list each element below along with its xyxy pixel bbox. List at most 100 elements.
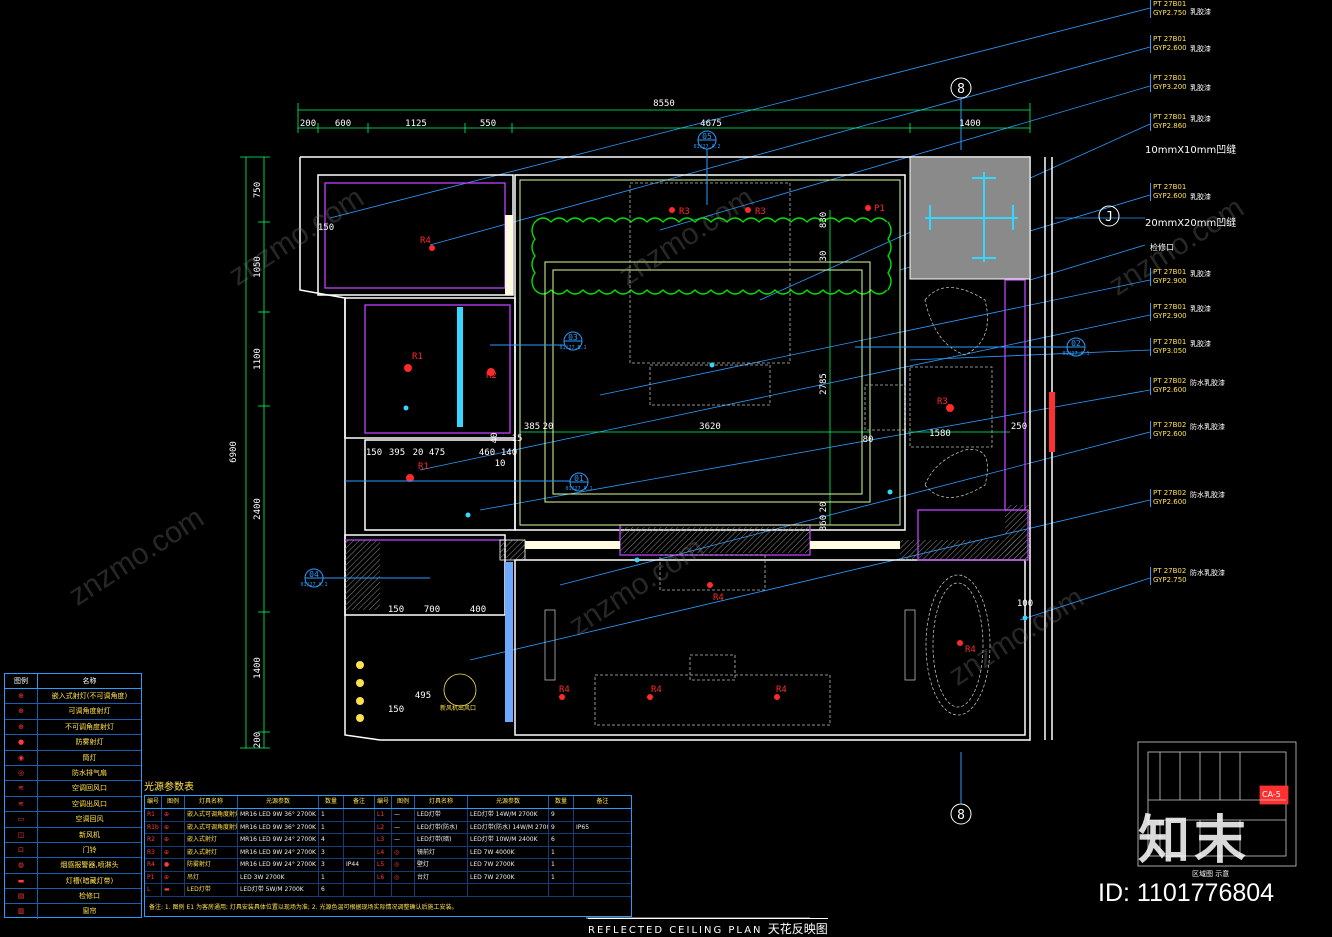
dim-80: 80 [863,435,874,445]
dim-1400-left: 1400 [253,657,263,679]
section-02-ref: 01/27.A.1 [1062,351,1089,357]
dim-1100: 1100 [253,348,263,370]
legend-row: ≋空调回风口 [5,781,141,797]
dim-1400: 1400 [959,119,981,129]
section-01-id: 01 [574,474,584,483]
label-r4-a: R4 [559,685,570,695]
section-05-id: 05 [702,132,712,141]
light-parameter-table: 光源参数表 编号 图例 灯具名称 光源参数 数量 备注 编号 图例 灯具名称 光… [144,782,632,917]
legend-head-symbol: 图例 [5,674,38,688]
leader-lines [329,7,1151,661]
label-r2: R2 [486,371,497,381]
dim-100: 100 [1017,599,1033,609]
dim-250: 250 [1011,422,1027,432]
label-p3b: R3 [755,207,766,217]
section-marks [304,130,1086,588]
label-r4-top: R4 [420,236,431,246]
dim-600: 600 [335,119,351,129]
dim-150b: 150 [388,605,404,615]
section-mark-texts: 05 01/27.A.2 03 01/27.B.1 01 01/27.A.1 0… [300,132,1089,588]
legend-row: ◉筒灯 [5,750,141,766]
label-r1: R1 [412,352,423,362]
dim-2400: 2400 [253,498,263,520]
label-r4-mid: R4 [713,593,724,603]
dim-150c: 150 [388,705,404,715]
section-03-ref: 01/27.B.1 [559,345,586,351]
legend-row: ▥窗帘 [5,904,141,919]
dim-20a: 20 [543,422,554,432]
dim-20c: 20 [413,448,424,458]
legend-head-name: 名称 [82,677,97,685]
light-slots [457,215,1055,722]
grid-mark-texts: 8 8 J [957,82,1113,823]
key-plan [1137,741,1297,867]
dim-140: 140 [501,448,517,458]
dim-10: 10 [495,459,506,469]
section-04-id: 04 [309,570,319,579]
cove-light [531,217,892,295]
legend-header: 图例 名称 [5,674,141,689]
section-03-id: 03 [568,333,578,342]
legend-row: ≋空调出风口 [5,796,141,813]
legend-row: ◍烟感报警器,喷淋头 [5,858,141,874]
dim-4675: 4675 [700,119,722,129]
legend-row: ⊕可调角度射灯 [5,704,141,720]
small-notes: 新风机出风口 [440,704,476,712]
legend-row: ▤检修口 [5,889,141,905]
total-width-dim: 8550 [653,99,675,109]
dim-150a: 150 [366,448,382,458]
dim-750: 750 [253,182,263,198]
structural-hatch [345,505,1030,610]
grid-j-right: J [1105,210,1113,225]
dim-15: 15 [512,434,523,444]
dim-1125: 1125 [405,119,427,129]
dim-385: 385 [524,422,540,432]
fixtures [356,205,1028,722]
note-access-panel: 检修口 [1150,242,1174,252]
dim-460: 460 [479,448,495,458]
dim-3620: 3620 [699,422,721,432]
shaft-block [909,156,1031,280]
label-p3: R3 [679,207,690,217]
legend-table: 图例 名称 ⊕嵌入式射灯(不可调角度) ⊕可调角度射灯 ⊕不可调角度射灯 ●防雾… [4,673,142,919]
dim-2785: 2785 [819,373,829,395]
legend-row: ⊕嵌入式射灯(不可调角度) [5,689,141,705]
label-r4-b: R4 [651,685,662,695]
legend-row: ▬灯槽(暗藏灯带) [5,873,141,890]
dim-150d: 150 [318,223,334,233]
dim-1050: 1050 [253,256,263,278]
grid-axis-marks [950,77,1120,825]
label-r1b: R1 [418,462,429,472]
legend-row: ◫新风机 [5,827,141,843]
light-table-header: 编号 图例 灯具名称 光源参数 数量 备注 编号 图例 灯具名称 光源参数 数量… [145,796,631,809]
note-20mm-groove: 20mmX20mm凹缝 [1145,216,1236,229]
drawing-title-en: REFLECTED CEILING PLAN [588,925,763,936]
free-notes: 10mmX10mm凹缝 20mmX20mm凹缝 检修口 [1145,143,1236,252]
drawing-title-cn: 天花反映图 [767,922,828,936]
drawing-title: REFLECTED CEILING PLAN 天花反映图 [588,918,828,937]
dimension-lines [240,103,1031,749]
furniture [443,182,993,726]
dim-550: 550 [480,119,496,129]
dim-395: 395 [389,448,405,458]
grid-8-bottom: 8 [957,808,965,823]
legend-row: ◎防水排气扇 [5,765,141,782]
dim-200: 200 [300,119,316,129]
dim-400: 400 [470,605,486,615]
section-04-ref: 01/27.A.1 [300,582,327,588]
resource-id: ID: 1101776804 [1098,879,1275,907]
